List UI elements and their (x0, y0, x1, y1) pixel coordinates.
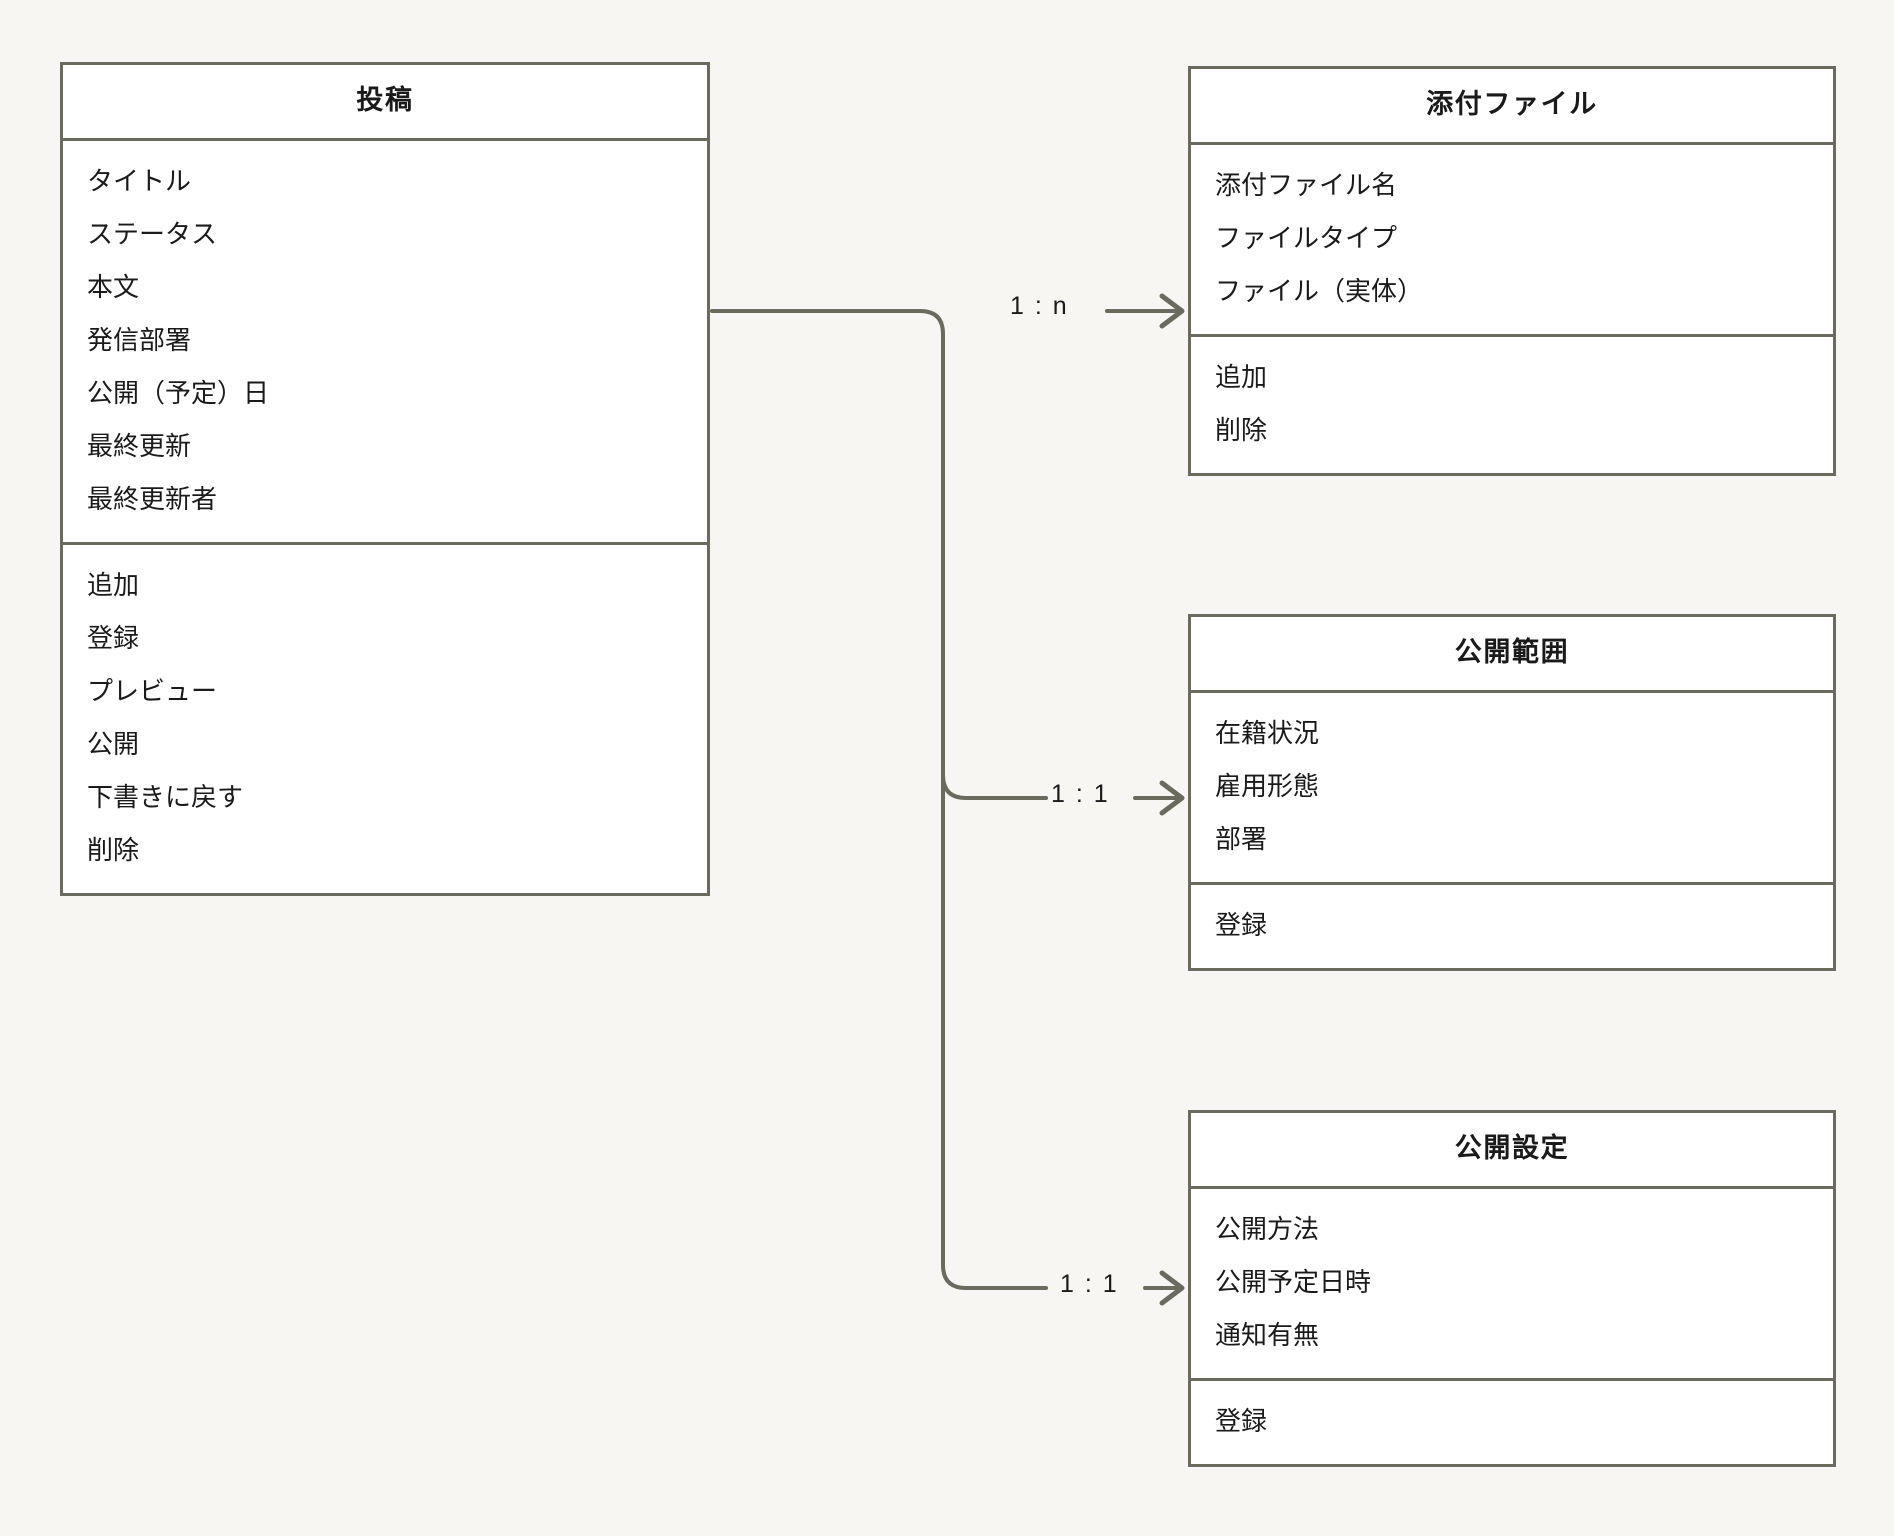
arrowhead-scope-icon (1159, 780, 1185, 816)
attribute-row: 部署 (1215, 824, 1268, 854)
attribute-row: 公開（予定）日 (87, 378, 270, 408)
class-attributes-scope: 在籍状況 雇用形態 部署 (1191, 693, 1833, 882)
attribute-row: 添付ファイル名 (1215, 170, 1398, 200)
attribute-row: 発信部署 (87, 325, 192, 355)
operation-row: 削除 (87, 835, 140, 865)
attribute-row: ステータス (87, 219, 218, 249)
class-attributes-settings: 公開方法 公開予定日時 通知有無 (1191, 1189, 1833, 1378)
connector-trunk (710, 309, 1048, 1290)
class-title-attachment: 添付ファイル (1191, 69, 1833, 145)
class-title-scope: 公開範囲 (1191, 617, 1833, 693)
class-box-post[interactable]: 投稿 タイトル ステータス 本文 発信部署 公開（予定）日 最終更新 最終更新者… (60, 62, 710, 896)
class-box-attachment[interactable]: 添付ファイル 添付ファイル名 ファイルタイプ ファイル（実体） 追加 削除 (1188, 66, 1836, 476)
attribute-row: 通知有無 (1215, 1320, 1320, 1350)
relation-label-post-attachment: 1 : n (1010, 292, 1069, 320)
operation-row: 登録 (87, 623, 140, 653)
operation-row: プレビュー (87, 676, 218, 706)
operation-row: 下書きに戻す (87, 782, 244, 812)
class-box-settings[interactable]: 公開設定 公開方法 公開予定日時 通知有無 登録 (1188, 1110, 1836, 1467)
arrowhead-attachment-icon (1159, 293, 1185, 329)
operation-row: 登録 (1215, 1406, 1268, 1436)
operation-row: 公開 (87, 729, 140, 759)
class-operations-settings: 登録 (1191, 1378, 1833, 1464)
attribute-row: タイトル (87, 166, 192, 196)
operation-row: 削除 (1215, 415, 1268, 445)
relation-label-post-scope: 1 : 1 (1051, 780, 1110, 808)
attribute-row: ファイルタイプ (1215, 223, 1398, 253)
class-operations-scope: 登録 (1191, 882, 1833, 968)
operation-row: 登録 (1215, 910, 1268, 940)
arrowhead-settings-icon (1159, 1270, 1185, 1306)
attribute-row: 公開方法 (1215, 1214, 1320, 1244)
operation-row: 追加 (1215, 362, 1268, 392)
attribute-row: ファイル（実体） (1215, 276, 1424, 306)
attribute-row: 本文 (87, 272, 140, 302)
class-operations-attachment: 追加 削除 (1191, 334, 1833, 473)
attribute-row: 在籍状況 (1215, 718, 1320, 748)
class-attributes-attachment: 添付ファイル名 ファイルタイプ ファイル（実体） (1191, 145, 1833, 334)
attribute-row: 最終更新者 (87, 484, 218, 514)
class-operations-post: 追加 登録 プレビュー 公開 下書きに戻す 削除 (63, 542, 707, 893)
class-attributes-post: タイトル ステータス 本文 発信部署 公開（予定）日 最終更新 最終更新者 (63, 141, 707, 542)
attribute-row: 公開予定日時 (1215, 1267, 1372, 1297)
operation-row: 追加 (87, 570, 140, 600)
class-title-post: 投稿 (63, 65, 707, 141)
connector-branch-scope (941, 773, 1048, 800)
class-box-scope[interactable]: 公開範囲 在籍状況 雇用形態 部署 登録 (1188, 614, 1836, 971)
attribute-row: 最終更新 (87, 431, 192, 461)
relation-label-post-settings: 1 : 1 (1060, 1270, 1119, 1298)
attribute-row: 雇用形態 (1215, 771, 1320, 801)
class-title-settings: 公開設定 (1191, 1113, 1833, 1189)
